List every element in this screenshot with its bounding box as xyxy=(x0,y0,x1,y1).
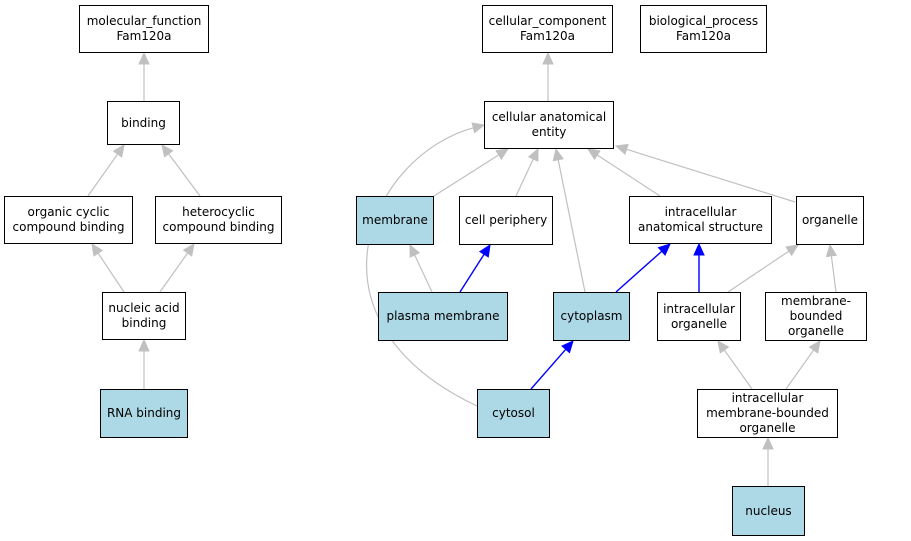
edge-arrowhead xyxy=(478,243,491,258)
node-label-line: organelle xyxy=(787,324,845,338)
node-rna-binding[interactable]: RNA binding xyxy=(100,389,188,438)
node-label-line: organelle xyxy=(670,316,728,331)
node-label-line: compound binding xyxy=(12,220,125,234)
node-label-line: membrane-bounded xyxy=(706,406,829,420)
node-label-line: membrane xyxy=(362,213,428,227)
edge-organelle-to-cae xyxy=(625,148,796,203)
edge-nucleic-acid-to-heterocyclic xyxy=(159,251,189,293)
node-label-line: nucleic acid xyxy=(108,301,180,315)
node-label-line: organelle xyxy=(801,213,859,227)
edge-organic-cyclic-to-binding xyxy=(87,152,119,197)
node-label-line: heterocyclic xyxy=(182,205,255,219)
edge-intra-organelle-to-organelle xyxy=(727,250,791,293)
node-label-line: binding xyxy=(121,115,166,130)
edge-arrowhead xyxy=(808,340,821,354)
edge-arrowhead xyxy=(112,144,125,158)
edge-arrowhead xyxy=(182,243,195,257)
edge-imbo-to-intra-organelle xyxy=(723,348,753,390)
edge-mbo-to-organelle xyxy=(830,254,837,293)
edge-arrowhead xyxy=(717,340,730,354)
edge-arrowhead xyxy=(138,51,150,65)
edge-arrowhead xyxy=(91,242,104,257)
node-label-line: cell periphery xyxy=(464,213,548,227)
edge-arrowhead xyxy=(614,143,629,155)
node-label-line: Fam120a xyxy=(116,29,172,43)
node-label-line: compound binding xyxy=(162,220,275,234)
edge-cytosol-to-cytoplasm xyxy=(530,348,567,390)
node-cytosol[interactable]: cytosol xyxy=(477,389,550,438)
node-label-line: entity xyxy=(531,125,567,139)
node-label-line: cytoplasm xyxy=(560,309,623,323)
edge-arrowhead xyxy=(762,436,774,450)
node-label-line: anatomical structure xyxy=(638,220,763,234)
node-label-line: Fam120a xyxy=(519,29,576,43)
node-label-line: nucleus xyxy=(745,503,792,518)
node-label-line: organic cyclic xyxy=(27,205,110,219)
node-label-line: intracellular xyxy=(664,205,737,219)
edge-arrowhead xyxy=(825,243,838,258)
node-label-line: biological_process xyxy=(648,14,759,28)
edge-ias-to-cae xyxy=(596,153,661,197)
edge-heterocyclic-to-binding xyxy=(167,152,201,197)
edge-cytoplasm-to-cae xyxy=(557,158,586,293)
edge-nucleic-acid-to-organic-cyclic xyxy=(97,251,125,293)
node-label-line: membrane-bounded xyxy=(781,294,851,323)
node-label-line: organelle xyxy=(739,421,796,435)
edge-arrowhead xyxy=(657,243,671,256)
edge-arrowhead xyxy=(552,147,564,162)
node-label-line: cellular_component xyxy=(488,14,607,28)
edge-arrowhead xyxy=(471,122,486,134)
edge-arrowhead xyxy=(527,147,539,162)
node-label-line: RNA binding xyxy=(106,406,182,420)
edge-arrowhead xyxy=(409,243,421,258)
edge-arrowhead xyxy=(161,144,174,158)
edge-imbo-to-mbo xyxy=(785,348,815,390)
node-binding[interactable]: binding xyxy=(107,101,180,145)
node-plasma-membrane[interactable]: plasma membrane xyxy=(378,292,508,341)
node-label-line: intracellular xyxy=(663,301,735,316)
edge-membrane-to-cae xyxy=(433,153,500,197)
edge-arrowhead xyxy=(542,51,554,65)
edge-arrowhead xyxy=(586,148,601,161)
node-organelle[interactable]: organelle xyxy=(796,196,864,245)
node-label-line: plasma membrane xyxy=(386,309,500,323)
node-label-line: molecular_function xyxy=(86,14,202,28)
edge-arrowhead xyxy=(693,242,705,256)
node-label-line: intracellular xyxy=(731,391,804,405)
edge-plasma-membrane-to-membrane xyxy=(413,253,433,293)
node-label-line: Fam120a xyxy=(675,29,732,43)
node-cytoplasm[interactable]: cytoplasm xyxy=(553,292,630,341)
edge-arrowhead xyxy=(561,340,574,354)
edge-cell-periphery-to-cae xyxy=(515,157,535,197)
edge-plasma-membrane-to-cell-periphery xyxy=(459,253,486,293)
node-label-line: cellular anatomical xyxy=(491,110,607,124)
node-nucleus[interactable]: nucleus xyxy=(732,486,805,536)
edge-cytosol-to-cae xyxy=(366,126,478,407)
edge-arrowhead xyxy=(495,148,510,161)
node-membrane[interactable]: membrane xyxy=(356,196,434,245)
edge-cytoplasm-to-ias xyxy=(615,250,663,293)
node-cell-periphery[interactable]: cell periphery xyxy=(459,196,553,245)
node-label-line: binding xyxy=(121,316,167,330)
edge-arrowhead xyxy=(138,338,150,352)
node-label-line: cytosol xyxy=(492,406,535,420)
edge-arrowhead xyxy=(785,244,800,257)
